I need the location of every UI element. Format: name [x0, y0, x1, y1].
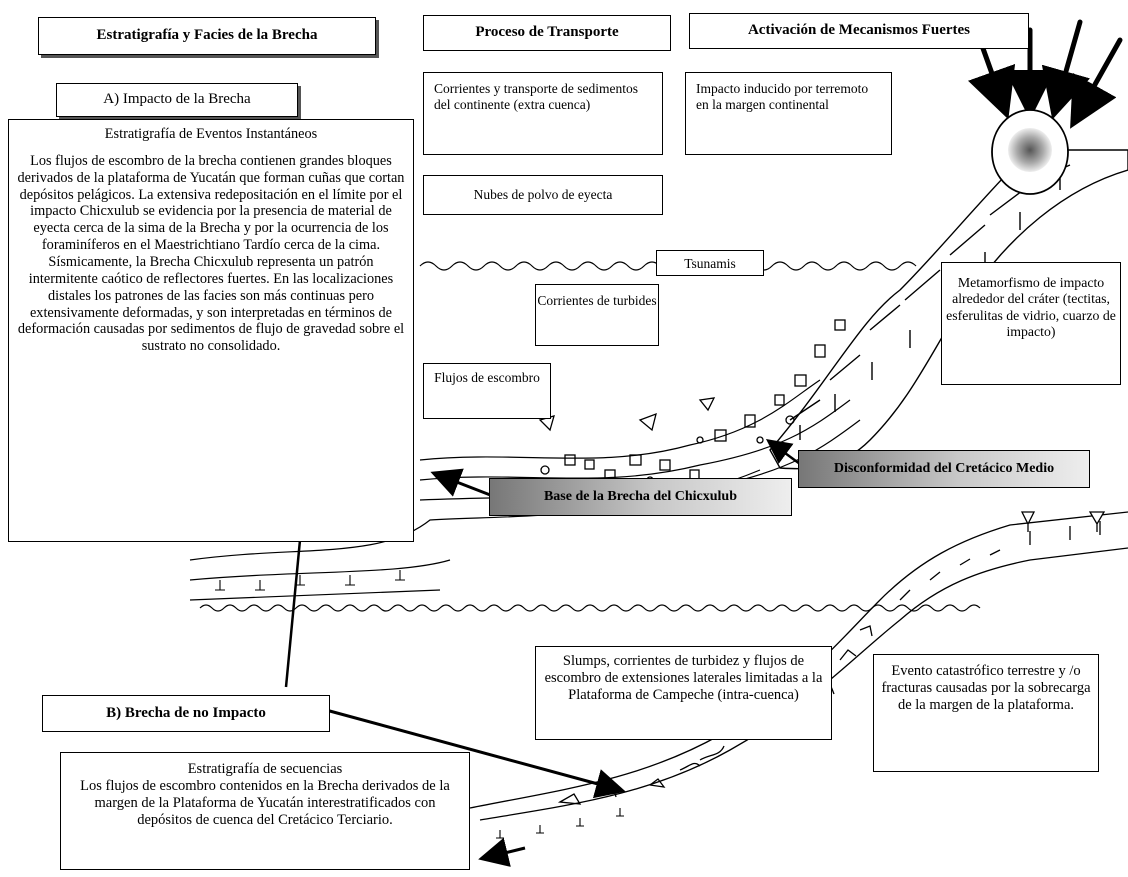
tsunami-label: Tsunamis — [656, 250, 764, 276]
dust-cloud-box: Nubes de polvo de eyecta — [423, 175, 663, 215]
connector-line — [284, 539, 302, 688]
instant-events-title: Estratigrafía de Eventos Instantáneos — [104, 126, 318, 142]
sequence-stratigraphy-box: Estratigrafía de secuencias Los flujos d… — [60, 752, 470, 870]
catastrophic-event-box: Evento catastrófico terrestre y /o fract… — [873, 654, 1099, 772]
sequence-title: Estratigrafía de secuencias — [187, 761, 343, 777]
debris-flow-box: Flujos de escombro — [423, 363, 551, 419]
non-impact-arrow — [325, 708, 626, 799]
header-transport: Proceso de Transporte — [423, 15, 671, 51]
flow-direction-arrow — [478, 837, 526, 867]
currents-box: Corrientes y transporte de sedimentos de… — [423, 72, 663, 155]
impact-brecha-label: A) Impacto de la Brecha — [56, 83, 298, 117]
slumps-box: Slumps, corrientes de turbidez y flujos … — [535, 646, 832, 740]
metamorphism-box: Metamorfismo de impacto alrededor del cr… — [941, 262, 1121, 385]
tree-icon — [1020, 511, 1106, 532]
turbidites-box: Corrientes de turbides — [535, 284, 659, 346]
lower-platform — [469, 511, 1128, 821]
header-stratigraphy: Estratigrafía y Facies de la Brecha — [38, 17, 376, 55]
non-impact-brecha-label: B) Brecha de no Impacto — [42, 695, 330, 732]
unconformity-arrow — [765, 439, 801, 466]
unconformity-label: Disconformidad del Cretácico Medio — [798, 450, 1090, 488]
base-arrow — [430, 468, 499, 500]
instant-events-paragraph-2: Sísmicamente, la Brecha Chicxulub repres… — [17, 254, 405, 355]
chicxulub-base-label: Base de la Brecha del Chicxulub — [489, 478, 792, 516]
header-activation: Activación de Mecanismos Fuertes — [689, 13, 1029, 49]
earthquake-box: Impacto inducido por terremoto en la mar… — [685, 72, 892, 155]
instant-events-box: Estratigrafía de Eventos Instantáneos Lo… — [8, 119, 414, 542]
instant-events-paragraph-1: Los flujos de escombro de la brecha cont… — [17, 152, 405, 254]
debris-clasts — [538, 319, 846, 495]
impact-meteor-icon — [968, 19, 1123, 195]
stratum-ticks — [215, 570, 624, 839]
sequence-body: Los flujos de escombro contenidos en la … — [80, 778, 450, 829]
